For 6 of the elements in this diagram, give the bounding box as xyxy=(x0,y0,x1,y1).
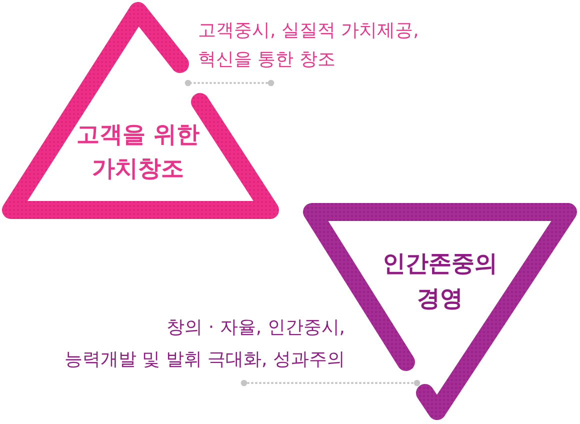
description-text: 창의 · 자율, 인간중시, 능력개발 및 발휘 극대화, 성과주의 xyxy=(64,312,345,376)
leader-line xyxy=(184,80,274,86)
description-text: 고객중시, 실질적 가치제공, 혁신을 통한 창조 xyxy=(198,16,419,74)
heading-text: 고객을 위한 가치창조 xyxy=(75,121,200,184)
heading-text: 인간존중의 경영 xyxy=(382,250,498,314)
leader-line xyxy=(240,380,420,386)
